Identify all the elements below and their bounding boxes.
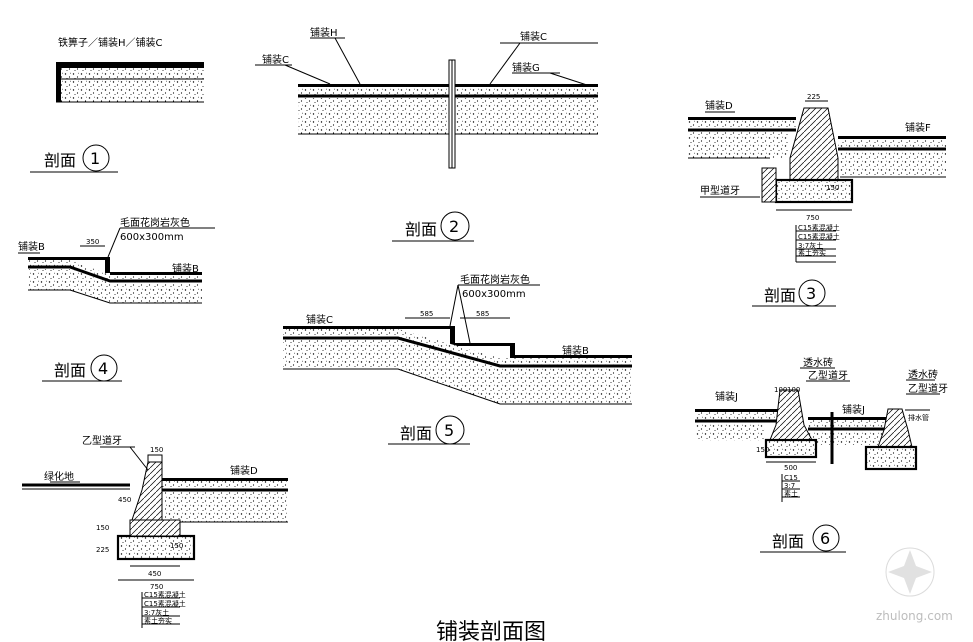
s1-note: 铁箅子／铺装H／铺装C — [58, 36, 163, 49]
s6-curb-b: 乙型道牙 — [908, 382, 948, 395]
s7-legend-3: 素土夯实 — [144, 616, 172, 625]
watermark-text: zhulong.com — [876, 609, 953, 623]
s2-num: 2 — [449, 217, 459, 236]
s4-label-b: 铺装B — [18, 240, 45, 253]
s2-label: 剖面 — [405, 220, 437, 239]
s6-drain: 排水管 — [908, 413, 929, 422]
s7-dim-5: 450 — [148, 570, 161, 578]
s2-label-c2: 铺装C — [520, 30, 547, 43]
s3-legend-0: C15素混凝土 — [798, 223, 840, 232]
s6-brick-a: 透水砖 — [803, 356, 833, 369]
s7-dim-1: 450 — [118, 496, 131, 504]
s5-label-c: 铺装C — [306, 313, 333, 326]
s6-label-j2: 铺装J — [842, 403, 865, 416]
s3-label-curb: 甲型道牙 — [700, 184, 740, 197]
s7-dim-3: 225 — [96, 546, 109, 554]
section-1: 铁箅子／铺装H／铺装C 剖面 1 — [30, 36, 204, 173]
section-3: 225 150 750 铺装D 铺装F 甲型道牙 C15素混凝土 C15素混凝土… — [688, 93, 946, 307]
s6-legend-1: 3:7 — [784, 482, 795, 490]
s3-dim-750: 750 — [806, 214, 819, 222]
s3-legend-3: 素土夯实 — [798, 248, 826, 257]
s6-dim-500: 500 — [784, 464, 797, 472]
section-7: 乙型道牙 绿化地 铺装D 150 450 150 225 150 450 750… — [22, 434, 288, 628]
s7-dim-6: 750 — [150, 583, 163, 591]
s4-dim-350: 350 — [86, 238, 99, 246]
s7-dim-4: 150 — [170, 542, 183, 550]
s3-label: 剖面 — [764, 286, 796, 305]
s6-label: 剖面 — [772, 532, 804, 551]
s3-dim-150: 150 — [826, 184, 839, 192]
section-4: 铺装B 铺装B 350 毛面花岗岩灰色 600x300mm 剖面 4 — [18, 216, 215, 382]
s4-label-b2: 铺装B — [172, 262, 199, 275]
s6-num: 6 — [820, 529, 830, 548]
s5-dim-585b: 585 — [476, 310, 489, 318]
drawing-title: 铺装剖面图 — [436, 620, 546, 642]
s3-dim-225: 225 — [807, 93, 820, 101]
s4-label: 剖面 — [54, 361, 86, 380]
s7-curb: 乙型道牙 — [82, 434, 122, 447]
s3-label-d: 铺装D — [705, 99, 733, 112]
s7-dim-0: 150 — [150, 446, 163, 454]
s7-dim-2: 150 — [96, 524, 109, 532]
s6-dim-100b: 100 — [787, 386, 800, 394]
s6-dim-100a: 100 — [774, 386, 787, 394]
section-6: 铺装J 铺装J 透水砖 乙型道牙 透水砖 乙型道牙 排水管 100 100 15… — [695, 356, 948, 553]
s5-stone: 毛面花岗岩灰色 — [460, 273, 530, 286]
s4-stone: 毛面花岗岩灰色 — [120, 216, 190, 229]
s6-brick-b: 透水砖 — [908, 368, 938, 381]
s7-legend-0: C15素混凝土 — [144, 590, 186, 599]
s3-label-f: 铺装F — [905, 121, 931, 134]
s6-legend-2: 素土 — [784, 489, 798, 498]
s6-legend-0: C15 — [784, 474, 798, 482]
s7-green: 绿化地 — [44, 470, 74, 483]
s1-num: 1 — [90, 149, 100, 168]
s1-label: 剖面 — [44, 151, 76, 170]
s5-label-b: 铺装B — [562, 344, 589, 357]
s5-label: 剖面 — [400, 424, 432, 443]
watermark-logo — [885, 547, 935, 597]
s2-label-c: 铺装C — [262, 53, 289, 66]
s7-legend-1: C15素混凝土 — [144, 599, 186, 608]
s6-dim-150: 150 — [756, 446, 769, 454]
s5-num: 5 — [444, 421, 454, 440]
s4-size: 600x300mm — [120, 232, 184, 243]
s6-label-j: 铺装J — [715, 390, 738, 403]
s4-num: 4 — [98, 359, 108, 378]
s3-legend-1: C15素混凝土 — [798, 232, 840, 241]
s2-label-h: 铺装H — [310, 26, 338, 39]
s2-label-g: 铺装G — [512, 61, 540, 74]
s3-legend-2: 3:7灰土 — [798, 241, 823, 250]
section-2: 铺装H 铺装C 铺装C 铺装G 剖面 2 — [255, 26, 598, 242]
section-5: 585 585 毛面花岗岩灰色 600x300mm 铺装C 铺装B 剖面 5 — [283, 273, 632, 445]
s3-num: 3 — [806, 284, 816, 303]
s5-dim-585a: 585 — [420, 310, 433, 318]
s7-label-d: 铺装D — [230, 464, 258, 477]
s7-legend-2: 3:7灰土 — [144, 608, 169, 617]
s6-curb-a: 乙型道牙 — [808, 369, 848, 382]
s5-size: 600x300mm — [462, 289, 526, 300]
